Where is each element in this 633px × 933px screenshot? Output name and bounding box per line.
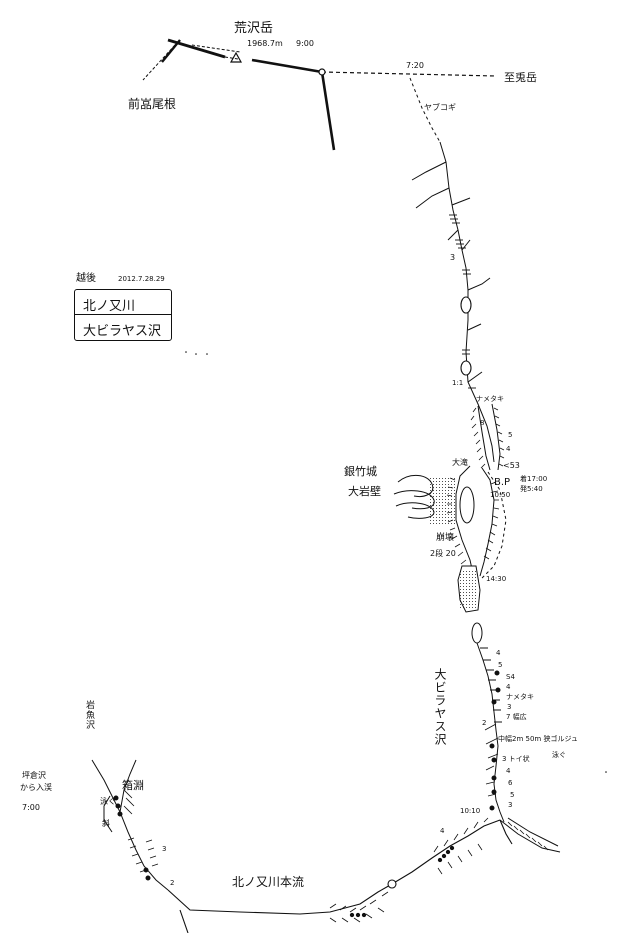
pool-icon bbox=[460, 296, 472, 376]
ridge-right-label: 至兎岳 bbox=[504, 71, 537, 84]
fall-label-f3: S4 bbox=[506, 673, 515, 681]
fall-label-f6: 3 bbox=[507, 703, 512, 711]
fall-label-f11: 6 bbox=[508, 779, 513, 787]
bush-label: ヤブコギ bbox=[424, 103, 456, 112]
gorge-upper bbox=[470, 403, 505, 471]
stray-marks bbox=[185, 351, 607, 773]
camp-arrive: 着17:00 bbox=[520, 475, 548, 483]
fall-label-f13: 3 bbox=[508, 801, 513, 809]
fall-label-f1: 4 bbox=[496, 649, 501, 657]
upper-stream bbox=[411, 141, 495, 463]
fall-label-f8: 2 bbox=[482, 719, 487, 727]
main-ridge bbox=[142, 38, 497, 151]
tsubo-label: 坪倉沢 bbox=[22, 771, 46, 780]
region-label: 越後 bbox=[76, 273, 96, 284]
fall-label-upper-3: 3 bbox=[450, 253, 456, 262]
fall-label-f9: 3 トイ状 bbox=[502, 755, 530, 763]
fall-label-f2: 5 bbox=[498, 661, 503, 669]
peak-elevation: 1968.7m bbox=[247, 39, 283, 48]
wall-cliff-hatch bbox=[393, 475, 435, 519]
junction-time: 7:20 bbox=[406, 61, 424, 70]
gorge-width-note: 中幅2m 50m 狭ゴルジュ bbox=[498, 735, 578, 743]
swim-label-1: 泳ぐ bbox=[100, 797, 116, 806]
time-label-t2: 10:10 bbox=[460, 807, 481, 815]
fall-label-f12: 5 bbox=[510, 791, 515, 799]
fall-label-f4: 4 bbox=[506, 683, 511, 691]
wall-line1: 銀竹城 bbox=[344, 465, 377, 478]
iwauo-label: 岩魚沢 bbox=[84, 700, 94, 730]
mid-stream bbox=[476, 642, 505, 823]
fall-label-4a: 4 bbox=[506, 445, 511, 453]
main-river bbox=[167, 817, 513, 933]
camp-depart: 発5:40 bbox=[520, 485, 543, 493]
side-creek-right bbox=[499, 817, 561, 853]
stream-name: 大ビラヤス沢 bbox=[83, 324, 162, 339]
swim-label-2: 斜 bbox=[102, 819, 110, 828]
river-name: 北ノ又川 bbox=[83, 299, 136, 314]
wall-line2: 大岩壁 bbox=[348, 485, 381, 498]
stream-vertical-label: 大ビラヤス沢 bbox=[433, 668, 447, 746]
bush-route bbox=[409, 77, 441, 143]
fall-label-f15: 3 bbox=[162, 845, 167, 853]
big-waterfall-label: 大滝 bbox=[452, 458, 468, 467]
upper-waterfall-ticks bbox=[449, 214, 476, 389]
wall-speckle bbox=[430, 478, 456, 526]
fall-label-f10: 4 bbox=[506, 767, 511, 775]
time-label-t3: 1:1 bbox=[452, 379, 464, 387]
tsubo-entry-label: から入渓 bbox=[20, 783, 52, 792]
peak-name: 荒沢岳 bbox=[234, 21, 274, 36]
collapse-steps: 2段 20 bbox=[430, 549, 456, 558]
start-time: 7:00 bbox=[22, 803, 40, 812]
fall-label-f5: ナメタキ bbox=[506, 693, 534, 701]
fall-label-f7: 7 幅広 bbox=[506, 713, 527, 721]
nanako-label: ナメタキ bbox=[476, 395, 504, 403]
fall-label-f14: 4 bbox=[440, 827, 445, 835]
peak-time: 9:00 bbox=[296, 39, 314, 48]
left-creeks bbox=[91, 759, 169, 891]
hakofuchi-label: 箱淵 bbox=[122, 779, 144, 792]
title-divider bbox=[75, 314, 171, 315]
time-label-t1: 14:30 bbox=[486, 575, 507, 583]
junction-circle-icon bbox=[318, 68, 326, 76]
camp-label: B.P bbox=[494, 477, 511, 488]
gorge-swim-note: 泳ぐ bbox=[552, 751, 566, 759]
collapse-label: 崩壊 bbox=[436, 533, 455, 543]
big-waterfall-height: <53 bbox=[503, 461, 520, 470]
lower-pool-speckle bbox=[460, 570, 478, 610]
ridge-left-label: 前嵓尾根 bbox=[128, 97, 177, 111]
main-river-label: 北ノ又川本流 bbox=[232, 875, 305, 889]
camp-time: 10:50 bbox=[490, 491, 511, 499]
fall-label-5a: 5 bbox=[508, 431, 513, 439]
fall-label-f16: 2 bbox=[170, 879, 175, 887]
title-box: 北ノ又川 大ビラヤス沢 bbox=[74, 289, 172, 341]
peak-triangle-icon bbox=[229, 51, 243, 63]
fall-label-8: 8 bbox=[480, 419, 485, 427]
trip-date: 2012.7.28.29 bbox=[118, 275, 165, 283]
